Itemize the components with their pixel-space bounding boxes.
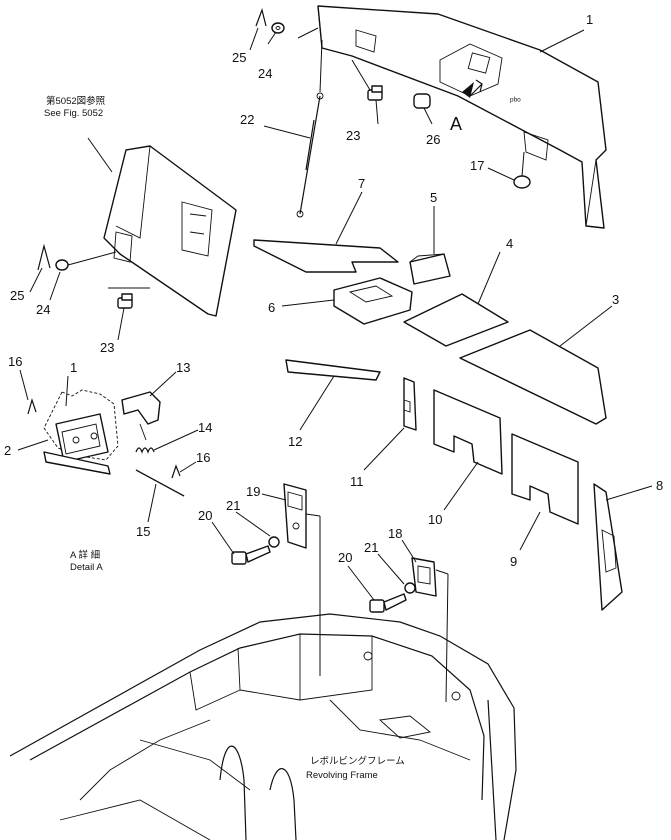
washer-24-left bbox=[55, 251, 117, 271]
washer-21-right bbox=[404, 582, 416, 594]
detail-a-en: Detail A bbox=[70, 562, 103, 573]
pad-part-9 bbox=[511, 433, 579, 525]
callout-4: 4 bbox=[506, 236, 513, 251]
pad-part-10 bbox=[433, 389, 503, 475]
pin-16-right bbox=[171, 464, 181, 479]
pin-25-top bbox=[255, 7, 267, 27]
pin-16-left bbox=[27, 397, 37, 415]
callout-16-left: 16 bbox=[8, 354, 22, 369]
bolt-20-right bbox=[369, 593, 407, 613]
pad-part-8 bbox=[593, 483, 623, 611]
spring-part-14 bbox=[135, 447, 155, 454]
callout-6: 6 bbox=[268, 300, 275, 315]
callout-24-left: 24 bbox=[36, 302, 50, 317]
callout-13: 13 bbox=[176, 360, 190, 375]
cover-part-1: ᵖᵇᵒ bbox=[317, 5, 607, 229]
callout-8: 8 bbox=[656, 478, 663, 493]
nut-26 bbox=[413, 93, 431, 109]
callout-21-right: 21 bbox=[364, 540, 378, 555]
pin-25-left bbox=[37, 243, 51, 271]
callout-20-right: 20 bbox=[338, 550, 352, 565]
callout-19: 19 bbox=[246, 484, 260, 499]
callout-14: 14 bbox=[198, 420, 212, 435]
pad-part-4 bbox=[403, 293, 509, 347]
callout-2: 2 bbox=[4, 443, 11, 458]
callout-12: 12 bbox=[288, 434, 302, 449]
callout-1-detail: 1 bbox=[70, 360, 77, 375]
callout-16-right: 16 bbox=[196, 450, 210, 465]
callout-26: 26 bbox=[426, 132, 440, 147]
svg-text:ᵖᵇᵒ: ᵖᵇᵒ bbox=[510, 96, 521, 107]
callout-11: 11 bbox=[350, 474, 364, 489]
view-marker-a: A bbox=[450, 114, 462, 134]
see-figure-jp: 第5052図参照 bbox=[46, 95, 106, 107]
bolt-23-left bbox=[108, 287, 150, 309]
frame-label-en: Revolving Frame bbox=[306, 770, 378, 781]
pad-part-3 bbox=[459, 329, 607, 425]
block-part-5 bbox=[409, 253, 451, 285]
callout-15: 15 bbox=[136, 524, 150, 539]
callout-23-top: 23 bbox=[346, 128, 360, 143]
bolt-20-left bbox=[231, 545, 271, 565]
callout-17: 17 bbox=[470, 158, 484, 173]
reference-notes: 第5052図参照 See Fig. 5052 A 詳 細 Detail A レボ… bbox=[44, 95, 405, 781]
callout-labels: 1 1 2 3 4 5 6 7 8 9 10 11 12 13 14 15 16… bbox=[4, 12, 663, 569]
see-figure-en: See Fig. 5052 bbox=[44, 108, 103, 119]
callout-18: 18 bbox=[388, 526, 402, 541]
strip-part-12 bbox=[285, 359, 381, 381]
callout-3: 3 bbox=[612, 292, 619, 307]
callout-1: 1 bbox=[586, 12, 593, 27]
callout-25-left: 25 bbox=[10, 288, 24, 303]
washer-21-left bbox=[268, 536, 280, 548]
gas-spring-part-22 bbox=[296, 39, 324, 218]
plate-part-7 bbox=[253, 239, 399, 273]
callout-22: 22 bbox=[240, 112, 254, 127]
callout-7: 7 bbox=[358, 176, 365, 191]
callout-25-top: 25 bbox=[232, 50, 246, 65]
callout-5: 5 bbox=[430, 190, 437, 205]
detail-a-assembly bbox=[43, 389, 119, 475]
callout-9: 9 bbox=[510, 554, 517, 569]
washer-24-top bbox=[271, 22, 285, 34]
nut-17 bbox=[513, 151, 531, 189]
side-panel bbox=[87, 137, 237, 317]
callout-10: 10 bbox=[428, 512, 442, 527]
callout-21-left: 21 bbox=[226, 498, 240, 513]
callout-24-top: 24 bbox=[258, 66, 272, 81]
callout-20-left: 20 bbox=[198, 508, 212, 523]
callout-23-left: 23 bbox=[100, 340, 114, 355]
frame-label-jp: レボルビングフレーム bbox=[310, 755, 405, 767]
bracket-part-19 bbox=[283, 483, 321, 676]
revolving-frame bbox=[9, 613, 517, 840]
bolt-23-top bbox=[351, 59, 383, 101]
leader-lines bbox=[17, 27, 653, 601]
detail-a-jp: A 詳 細 bbox=[70, 549, 100, 561]
bracket-part-18 bbox=[411, 557, 449, 703]
block-part-6 bbox=[333, 277, 413, 325]
pad-part-11 bbox=[403, 377, 417, 431]
bracket-part-13 bbox=[121, 391, 161, 441]
pin-part-15 bbox=[135, 469, 185, 497]
